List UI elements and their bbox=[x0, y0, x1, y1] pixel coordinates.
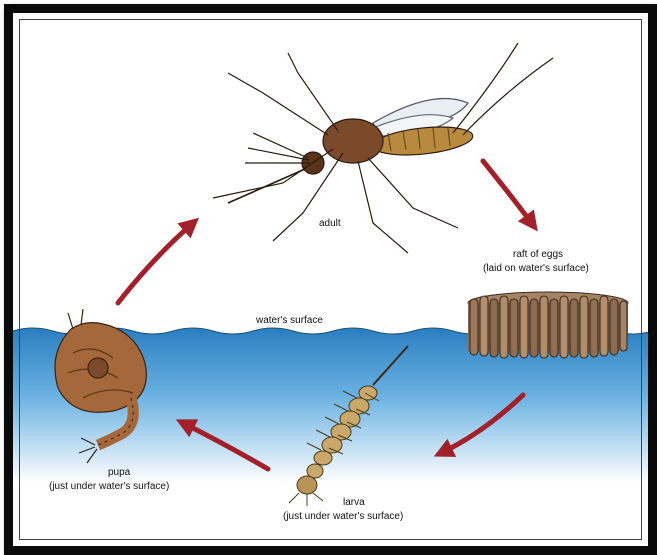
label-pupa-title: pupa bbox=[108, 467, 130, 479]
label-pupa-note: (just under water's surface) bbox=[49, 481, 169, 493]
label-adult: adult bbox=[319, 218, 341, 230]
label-water-surface: water's surface bbox=[256, 315, 323, 327]
mosquito-adult-icon bbox=[213, 43, 553, 253]
egg-raft-icon bbox=[468, 292, 628, 358]
label-larva-title: larva bbox=[343, 497, 365, 509]
label-larva-note: (just under water's surface) bbox=[283, 511, 403, 523]
label-eggs-note: (laid on water's surface) bbox=[483, 263, 589, 275]
diagram-frame: adult raft of eggs (laid on water's surf… bbox=[4, 4, 657, 555]
label-eggs-title: raft of eggs bbox=[513, 249, 563, 261]
